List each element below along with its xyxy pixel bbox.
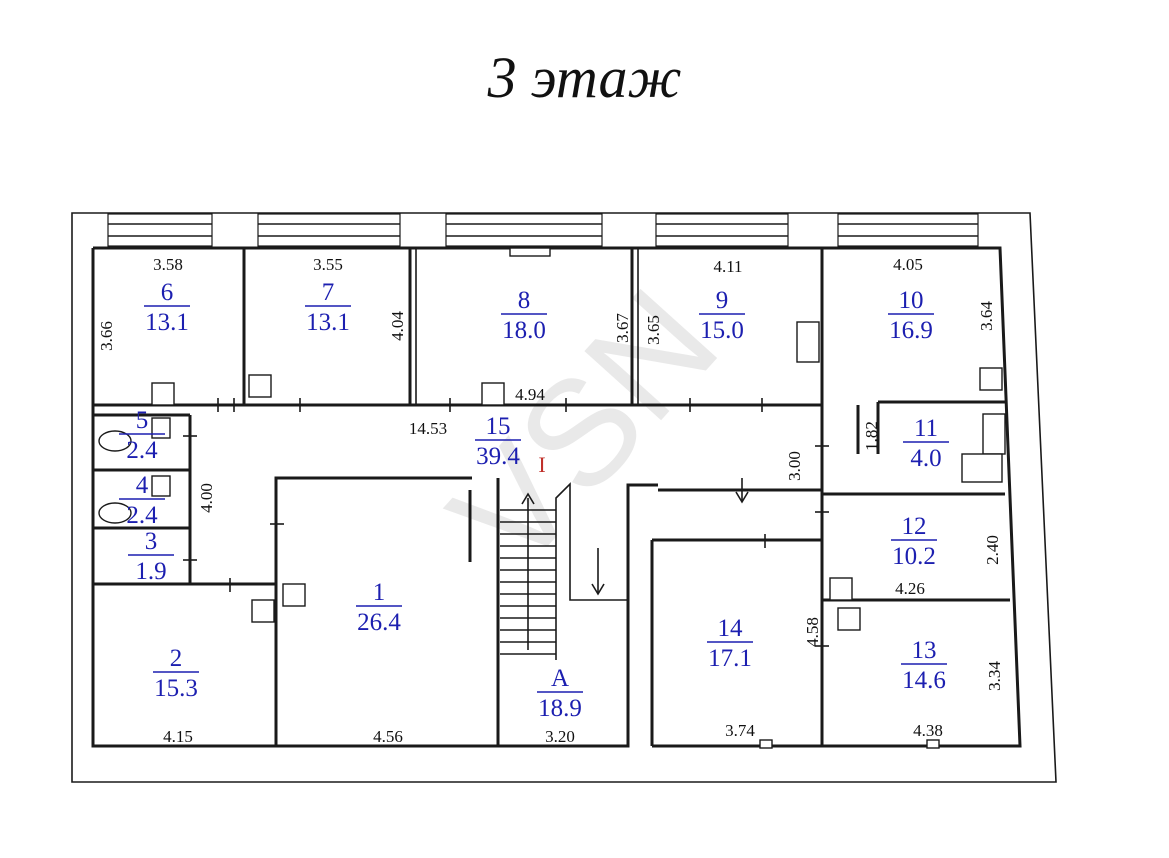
room-number: 5 (136, 407, 149, 434)
windows (107, 213, 979, 247)
room-number: 7 (322, 279, 335, 306)
room-area: 15.0 (700, 317, 744, 344)
room-label: 13 14.6 (901, 637, 947, 694)
room-label: 52.4 (119, 407, 165, 464)
dimension-label: 4.00 (197, 483, 216, 513)
dimension-label: 4.04 (388, 311, 407, 341)
room-label: 42.4 (119, 472, 165, 529)
room-area: 2.4 (126, 437, 158, 464)
dimension-label: 4.58 (803, 617, 822, 647)
room-number: 2 (170, 645, 183, 672)
room-number: 13 (912, 637, 937, 664)
room-area: 26.4 (357, 609, 401, 636)
dimension-label: 4.05 (893, 255, 923, 274)
room-number: 1 (373, 579, 386, 606)
room-number: 8 (518, 287, 531, 314)
dimension-label: 3.34 (985, 661, 1004, 691)
room-number: 11 (914, 415, 938, 442)
room-number: 6 (161, 279, 174, 306)
dimension-label: 3.67 (613, 313, 632, 343)
room-label: 713.1 (305, 279, 351, 336)
room-label: 31.9 (128, 528, 174, 585)
dimension-label: 3.20 (545, 727, 575, 746)
plumbing-fixtures (98, 247, 1006, 749)
room-label: 915.0 (699, 287, 745, 344)
room-labels: 613.1713.1818.0915.01016.9114.052.442.43… (119, 279, 949, 722)
dimension-label: 2.40 (983, 535, 1002, 565)
walls (91, 246, 1022, 748)
dimension-label: 3.00 (785, 451, 804, 481)
room-number: A (551, 665, 569, 692)
room-area: 16.9 (889, 317, 933, 344)
room-number: 4 (136, 472, 149, 499)
dimension-label: 3.65 (644, 315, 663, 345)
room-label: 126.4 (356, 579, 402, 636)
room-number: 9 (716, 287, 729, 314)
room-label: A 18.9 (537, 665, 583, 722)
dimension-label: 3.58 (153, 255, 183, 274)
dimension-label: 3.74 (725, 721, 755, 740)
room-area: 10.2 (892, 543, 936, 570)
room-area: 39.4 (476, 443, 520, 470)
room-area: 4.0 (910, 445, 941, 472)
dimension-label: 3.55 (313, 255, 343, 274)
room-area: 17.1 (708, 645, 752, 672)
stair-mark: I (538, 452, 545, 477)
room-label: 215.3 (153, 645, 199, 702)
room-number: 15 (486, 413, 511, 440)
staircase: I (500, 452, 749, 660)
room-label: 10 16.9 (888, 287, 934, 344)
dimension-label: 4.15 (163, 727, 193, 746)
room-number: 12 (902, 513, 927, 540)
room-number: 14 (718, 615, 744, 642)
room-label: 12 10.2 (891, 513, 937, 570)
room-number: 3 (145, 528, 158, 555)
dimension-label: 14.53 (409, 419, 447, 438)
room-area: 15.3 (154, 675, 198, 702)
dimension-label: 4.56 (373, 727, 403, 746)
room-label: 15 39.4 (475, 413, 521, 470)
floor-title: 3 этаж (487, 45, 682, 110)
room-area: 1.9 (135, 558, 166, 585)
dimension-label: 4.38 (913, 721, 943, 740)
room-label: 14 17.1 (707, 615, 753, 672)
room-label: 818.0 (501, 287, 547, 344)
dimension-label: 3.64 (977, 301, 996, 331)
room-label: 114.0 (903, 415, 949, 472)
dimension-label: 4.94 (515, 385, 545, 404)
dimension-label: 4.26 (895, 579, 925, 598)
room-area: 13.1 (145, 309, 189, 336)
room-area: 18.9 (538, 695, 582, 722)
dimension-label: 3.66 (97, 321, 116, 351)
room-number: 10 (899, 287, 924, 314)
room-area: 18.0 (502, 317, 546, 344)
door-marks (183, 398, 829, 647)
room-area: 14.6 (902, 667, 946, 694)
dimension-label: 4.11 (713, 257, 742, 276)
room-area: 13.1 (306, 309, 350, 336)
dimension-label: 1.82 (862, 421, 881, 451)
watermark: VSN (418, 258, 749, 600)
room-label: 613.1 (144, 279, 190, 336)
room-area: 2.4 (126, 502, 158, 529)
building-outline (71, 212, 1057, 783)
